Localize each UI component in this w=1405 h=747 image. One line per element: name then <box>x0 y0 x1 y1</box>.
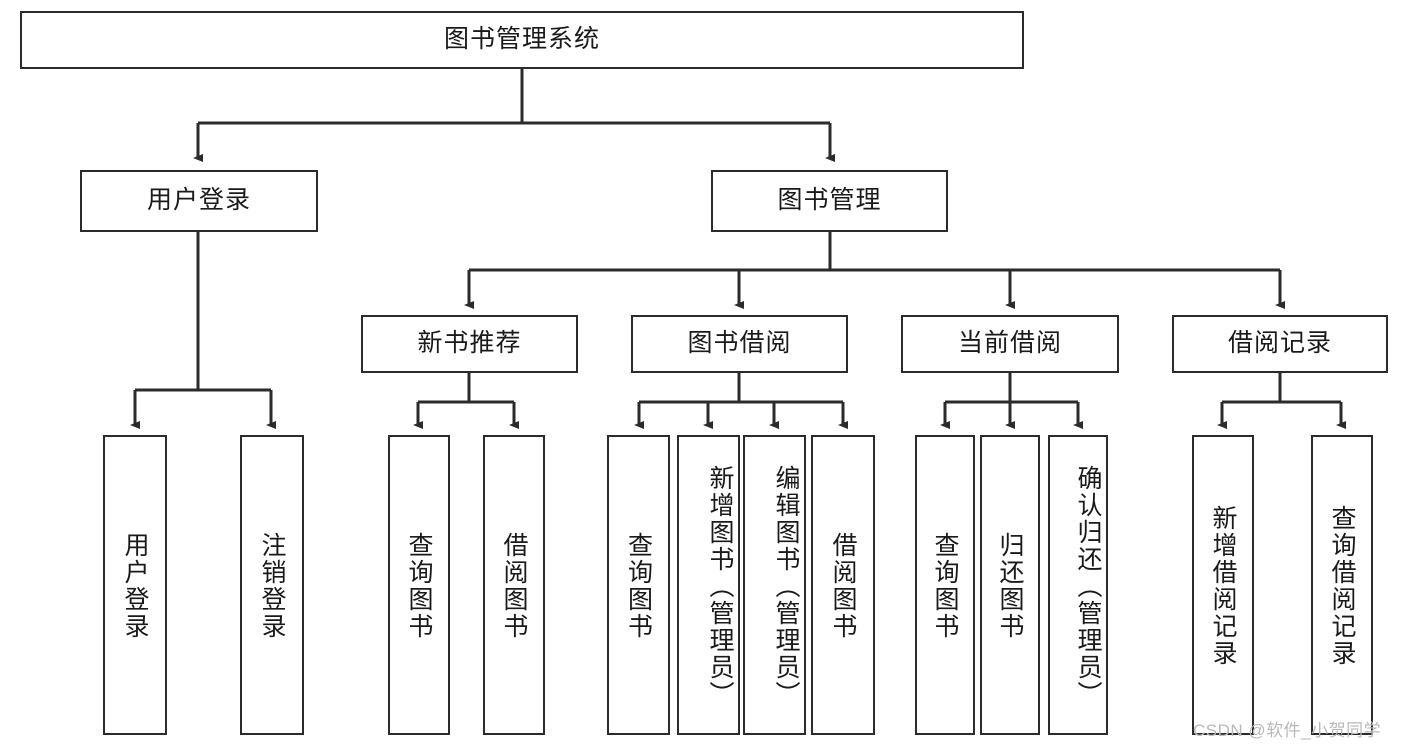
node-label: 新书推荐 <box>417 329 522 358</box>
leaf-borrow-query-book[interactable]: 查询图书 <box>607 435 670 735</box>
node-label: 注销登录 <box>258 532 286 640</box>
node-label: 新增图书（管理员） <box>706 464 734 708</box>
leaf-record-add-record[interactable]: 新增借阅记录 <box>1192 435 1254 735</box>
node-label: 新增借阅记录 <box>1209 505 1237 667</box>
node-user-login[interactable]: 用户登录 <box>80 170 318 232</box>
node-label: 编辑图书（管理员） <box>772 464 800 708</box>
leaf-current-confirm-return-admin[interactable]: 确认归还（管理员） <box>1048 435 1108 735</box>
leaf-record-query-record[interactable]: 查询借阅记录 <box>1311 435 1373 735</box>
node-label: 当前借阅 <box>957 329 1062 358</box>
node-root-system[interactable]: 图书管理系统 <box>20 11 1024 69</box>
csdn-watermark: CSDN @软件_小贺同学 <box>1193 721 1382 740</box>
node-label: 查询图书 <box>931 532 959 640</box>
node-label: 图书管理 <box>777 186 882 215</box>
leaf-current-query-book[interactable]: 查询图书 <box>915 435 975 735</box>
node-book-management[interactable]: 图书管理 <box>711 170 948 232</box>
node-label: 查询图书 <box>405 532 433 640</box>
node-label: 归还图书 <box>996 532 1024 640</box>
leaf-borrow-edit-book-admin[interactable]: 编辑图书（管理员） <box>743 435 806 735</box>
node-new-book-recommend[interactable]: 新书推荐 <box>361 315 578 373</box>
node-label: 借阅图书 <box>829 532 857 640</box>
leaf-recommend-borrow-book[interactable]: 借阅图书 <box>483 435 545 735</box>
node-label: 用户登录 <box>146 186 251 215</box>
node-label: 查询图书 <box>624 532 653 640</box>
leaf-borrow-add-book-admin[interactable]: 新增图书（管理员） <box>677 435 740 735</box>
leaf-user-login-login[interactable]: 用户登录 <box>103 435 167 735</box>
leaf-borrow-borrow-book[interactable]: 借阅图书 <box>811 435 875 735</box>
node-label: 确认归还（管理员） <box>1074 464 1102 708</box>
leaf-current-return-book[interactable]: 归还图书 <box>980 435 1040 735</box>
node-label: 图书借阅 <box>687 329 792 358</box>
leaf-recommend-query-book[interactable]: 查询图书 <box>388 435 450 735</box>
node-label: 借阅记录 <box>1227 329 1332 358</box>
node-label: 借阅图书 <box>500 532 528 640</box>
node-label: 查询借阅记录 <box>1328 505 1356 667</box>
node-current-borrow[interactable]: 当前借阅 <box>901 315 1119 373</box>
leaf-user-login-logout[interactable]: 注销登录 <box>240 435 304 735</box>
node-borrow-record[interactable]: 借阅记录 <box>1172 315 1388 373</box>
node-label: 图书管理系统 <box>443 25 600 54</box>
node-label: 用户登录 <box>121 532 149 640</box>
node-book-borrow[interactable]: 图书借阅 <box>631 315 848 373</box>
